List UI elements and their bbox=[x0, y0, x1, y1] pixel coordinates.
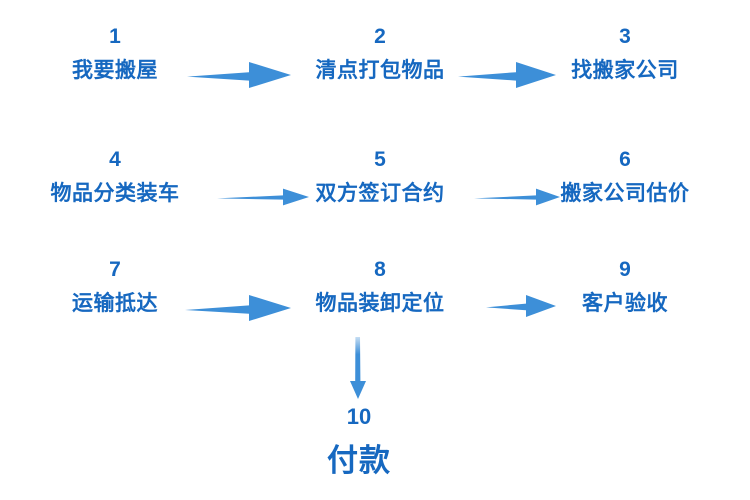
flow-node-step-4[interactable]: 4 物品分类装车 bbox=[51, 149, 180, 204]
flow-node-step-5[interactable]: 5 双方签订合约 bbox=[316, 149, 445, 204]
step-number: 9 bbox=[619, 258, 631, 281]
step-label: 物品装卸定位 bbox=[315, 292, 445, 315]
step-label: 物品分类装车 bbox=[50, 182, 180, 205]
step-label: 搬家公司估价 bbox=[560, 182, 690, 205]
arrow-step8-to-step9-icon bbox=[486, 292, 556, 320]
flow-node-step-8[interactable]: 8 物品装卸定位 bbox=[316, 259, 445, 314]
step-label: 运输抵达 bbox=[72, 292, 158, 315]
flow-node-step-3[interactable]: 3 找搬家公司 bbox=[571, 26, 679, 81]
arrow-step2-to-step3-icon bbox=[458, 58, 556, 92]
step-number: 2 bbox=[374, 25, 386, 48]
flow-node-step-1[interactable]: 1 我要搬屋 bbox=[72, 26, 158, 81]
step-number: 7 bbox=[109, 258, 121, 281]
flow-node-step-2[interactable]: 2 清点打包物品 bbox=[316, 26, 445, 81]
step-label: 双方签订合约 bbox=[315, 182, 445, 205]
step-number: 8 bbox=[374, 258, 386, 281]
step-label: 付款 bbox=[327, 443, 391, 478]
step-label: 找搬家公司 bbox=[571, 59, 679, 82]
flow-node-step-9[interactable]: 9 客户验收 bbox=[582, 259, 668, 314]
step-number: 1 bbox=[109, 25, 121, 48]
flow-node-step-6[interactable]: 6 搬家公司估价 bbox=[561, 149, 690, 204]
step-number: 6 bbox=[619, 148, 631, 171]
step-label: 清点打包物品 bbox=[315, 59, 445, 82]
step-label: 我要搬屋 bbox=[72, 59, 158, 82]
step-number: 3 bbox=[619, 25, 631, 48]
step-number: 5 bbox=[374, 148, 386, 171]
arrow-step8-to-step10-icon bbox=[347, 337, 369, 399]
arrow-step7-to-step8-icon bbox=[185, 291, 291, 325]
step-number: 10 bbox=[346, 404, 372, 429]
flow-node-step-10[interactable]: 10 付款 bbox=[327, 404, 391, 478]
flow-node-step-7[interactable]: 7 运输抵达 bbox=[72, 259, 158, 314]
step-label: 客户验收 bbox=[582, 292, 668, 315]
arrow-step4-to-step5-icon bbox=[217, 185, 309, 209]
arrow-step1-to-step2-icon bbox=[187, 58, 291, 92]
arrow-step5-to-step6-icon bbox=[474, 185, 560, 209]
step-number: 4 bbox=[109, 148, 121, 171]
